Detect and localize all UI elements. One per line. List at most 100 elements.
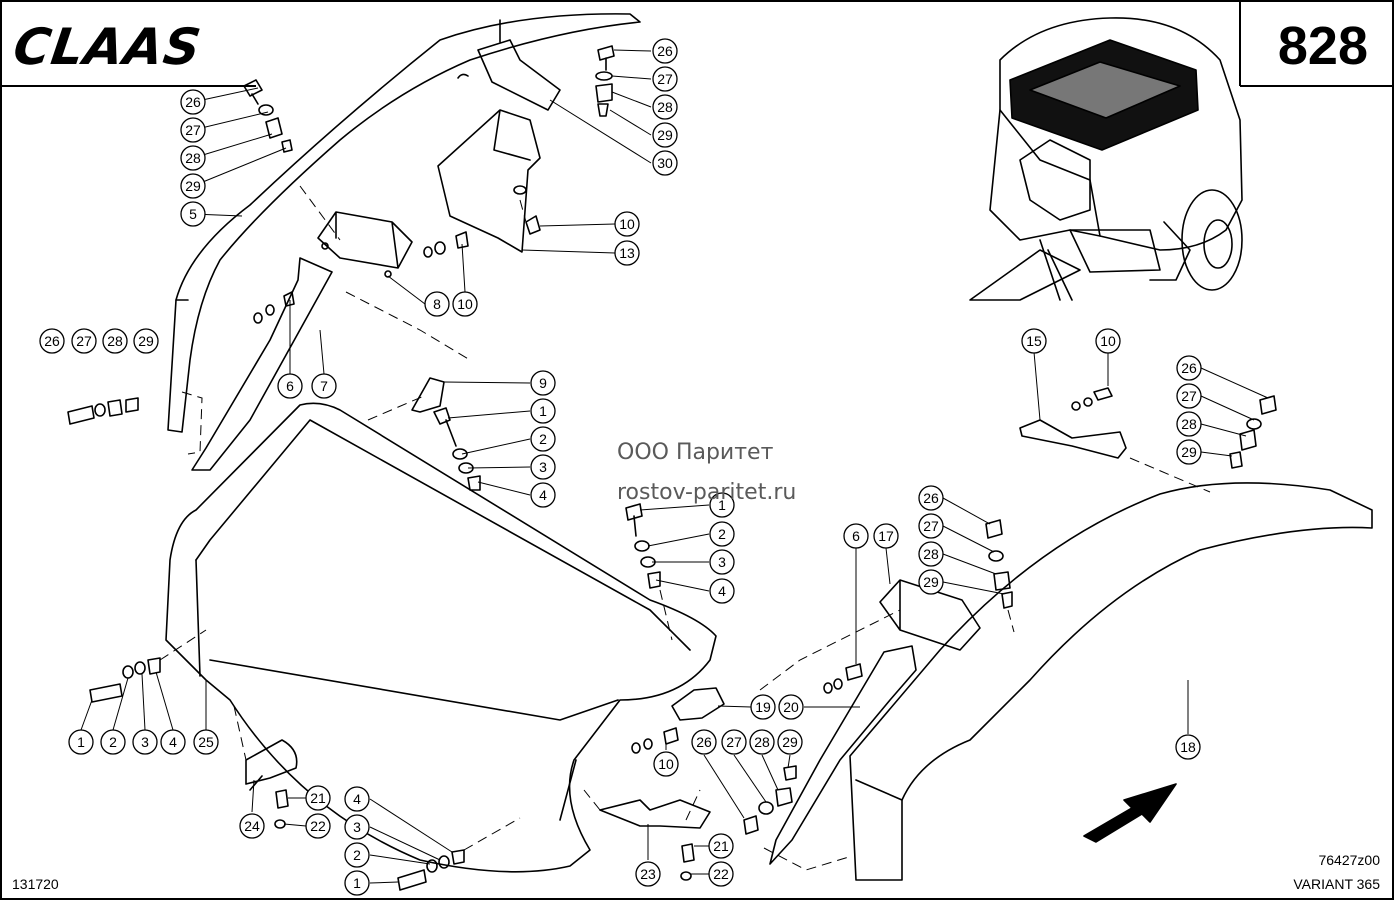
callout-28: 28	[180, 145, 206, 171]
callout-circle	[132, 729, 158, 755]
callout-6: 6	[277, 373, 303, 399]
callout-circle	[530, 482, 556, 508]
callout-circle	[653, 751, 679, 777]
callout-label: 5	[189, 206, 197, 222]
callout-label: 29	[185, 178, 201, 194]
part-24-strap	[245, 739, 298, 791]
callout-label: 29	[923, 574, 939, 590]
part-30-bracket	[477, 19, 561, 111]
callout-circle	[1095, 328, 1121, 354]
callout-29: 29	[652, 122, 678, 148]
callout-21: 21	[708, 833, 734, 859]
callout-label: 30	[657, 155, 673, 171]
callout-label: 3	[539, 459, 547, 475]
callout-2: 2	[530, 426, 556, 452]
callout-label: 20	[783, 699, 799, 715]
callout-circle	[1021, 328, 1047, 354]
callout-circle	[614, 211, 640, 237]
callout-10: 10	[614, 211, 640, 237]
callout-circle	[635, 861, 661, 887]
callout-label: 13	[619, 245, 635, 261]
callout-label: 4	[718, 583, 726, 599]
callout-circle	[1176, 411, 1202, 437]
callout-label: 28	[923, 546, 939, 562]
callout-label: 2	[539, 431, 547, 447]
callout-circle	[100, 729, 126, 755]
callout-label: 28	[185, 150, 201, 166]
callout-circle	[652, 122, 678, 148]
callout-circle	[311, 373, 337, 399]
callout-27: 27	[918, 513, 944, 539]
part-9-clip	[411, 377, 445, 413]
callout-circle	[750, 694, 776, 720]
callout-circle	[530, 454, 556, 480]
callout-label: 28	[657, 99, 673, 115]
part-18-right-cover	[849, 482, 1373, 881]
callout-circle	[777, 729, 803, 755]
callout-label: 3	[718, 554, 726, 570]
callout-29: 29	[180, 173, 206, 199]
callout-circle	[709, 578, 735, 604]
callout-label: 29	[782, 734, 798, 750]
callout-circle	[652, 38, 678, 64]
callout-label: 4	[169, 734, 177, 750]
callout-circle	[68, 729, 94, 755]
part-15-bracket	[1019, 419, 1127, 459]
callout-10: 10	[452, 291, 478, 317]
callout-27: 27	[721, 729, 747, 755]
callout-label: 27	[726, 734, 742, 750]
callout-label: 29	[138, 333, 154, 349]
callout-circle	[133, 328, 159, 354]
callout-label: 4	[353, 791, 361, 807]
callout-29: 29	[133, 328, 159, 354]
callout-circle	[918, 569, 944, 595]
hardware-glyphs	[67, 45, 1277, 891]
callout-label: 27	[657, 71, 673, 87]
callout-circle	[530, 370, 556, 396]
callout-circle	[652, 66, 678, 92]
part-13-guard	[437, 109, 541, 253]
callout-label: 10	[1100, 333, 1116, 349]
model-name: VARIANT 365	[1293, 876, 1380, 892]
callout-label: 27	[1181, 388, 1197, 404]
callout-circle	[614, 240, 640, 266]
callout-1: 1	[344, 870, 370, 896]
callout-circle	[778, 694, 804, 720]
callout-circle	[1175, 734, 1201, 760]
callout-circle	[709, 492, 735, 518]
callout-circle	[344, 814, 370, 840]
callout-label: 6	[286, 378, 294, 394]
callout-circle	[424, 291, 450, 317]
image-number: 131720	[12, 876, 59, 892]
callout-circle	[530, 398, 556, 424]
callout-circle	[71, 328, 97, 354]
callout-13: 13	[614, 240, 640, 266]
callout-circle	[180, 89, 206, 115]
callout-4: 4	[709, 578, 735, 604]
callout-circle	[305, 785, 331, 811]
callout-18: 18	[1175, 734, 1201, 760]
callout-circle	[918, 485, 944, 511]
callout-19: 19	[750, 694, 776, 720]
callout-22: 22	[305, 813, 331, 839]
callout-circle	[102, 328, 128, 354]
callout-label: 26	[44, 333, 60, 349]
callout-28: 28	[652, 94, 678, 120]
callout-label: 10	[457, 296, 473, 312]
part-17-bracket	[879, 579, 981, 651]
callout-label: 26	[185, 94, 201, 110]
watermark-url: rostov-paritet.ru	[617, 480, 797, 505]
callout-4: 4	[530, 482, 556, 508]
callout-label: 2	[109, 734, 117, 750]
callout-label: 28	[1181, 416, 1197, 432]
callout-circle	[305, 813, 331, 839]
callout-label: 21	[713, 838, 729, 854]
claas-logo: CLAAS	[10, 18, 205, 76]
callout-8: 8	[424, 291, 450, 317]
callout-27: 27	[1176, 383, 1202, 409]
callout-2: 2	[100, 729, 126, 755]
callout-26: 26	[918, 485, 944, 511]
callout-label: 27	[185, 122, 201, 138]
